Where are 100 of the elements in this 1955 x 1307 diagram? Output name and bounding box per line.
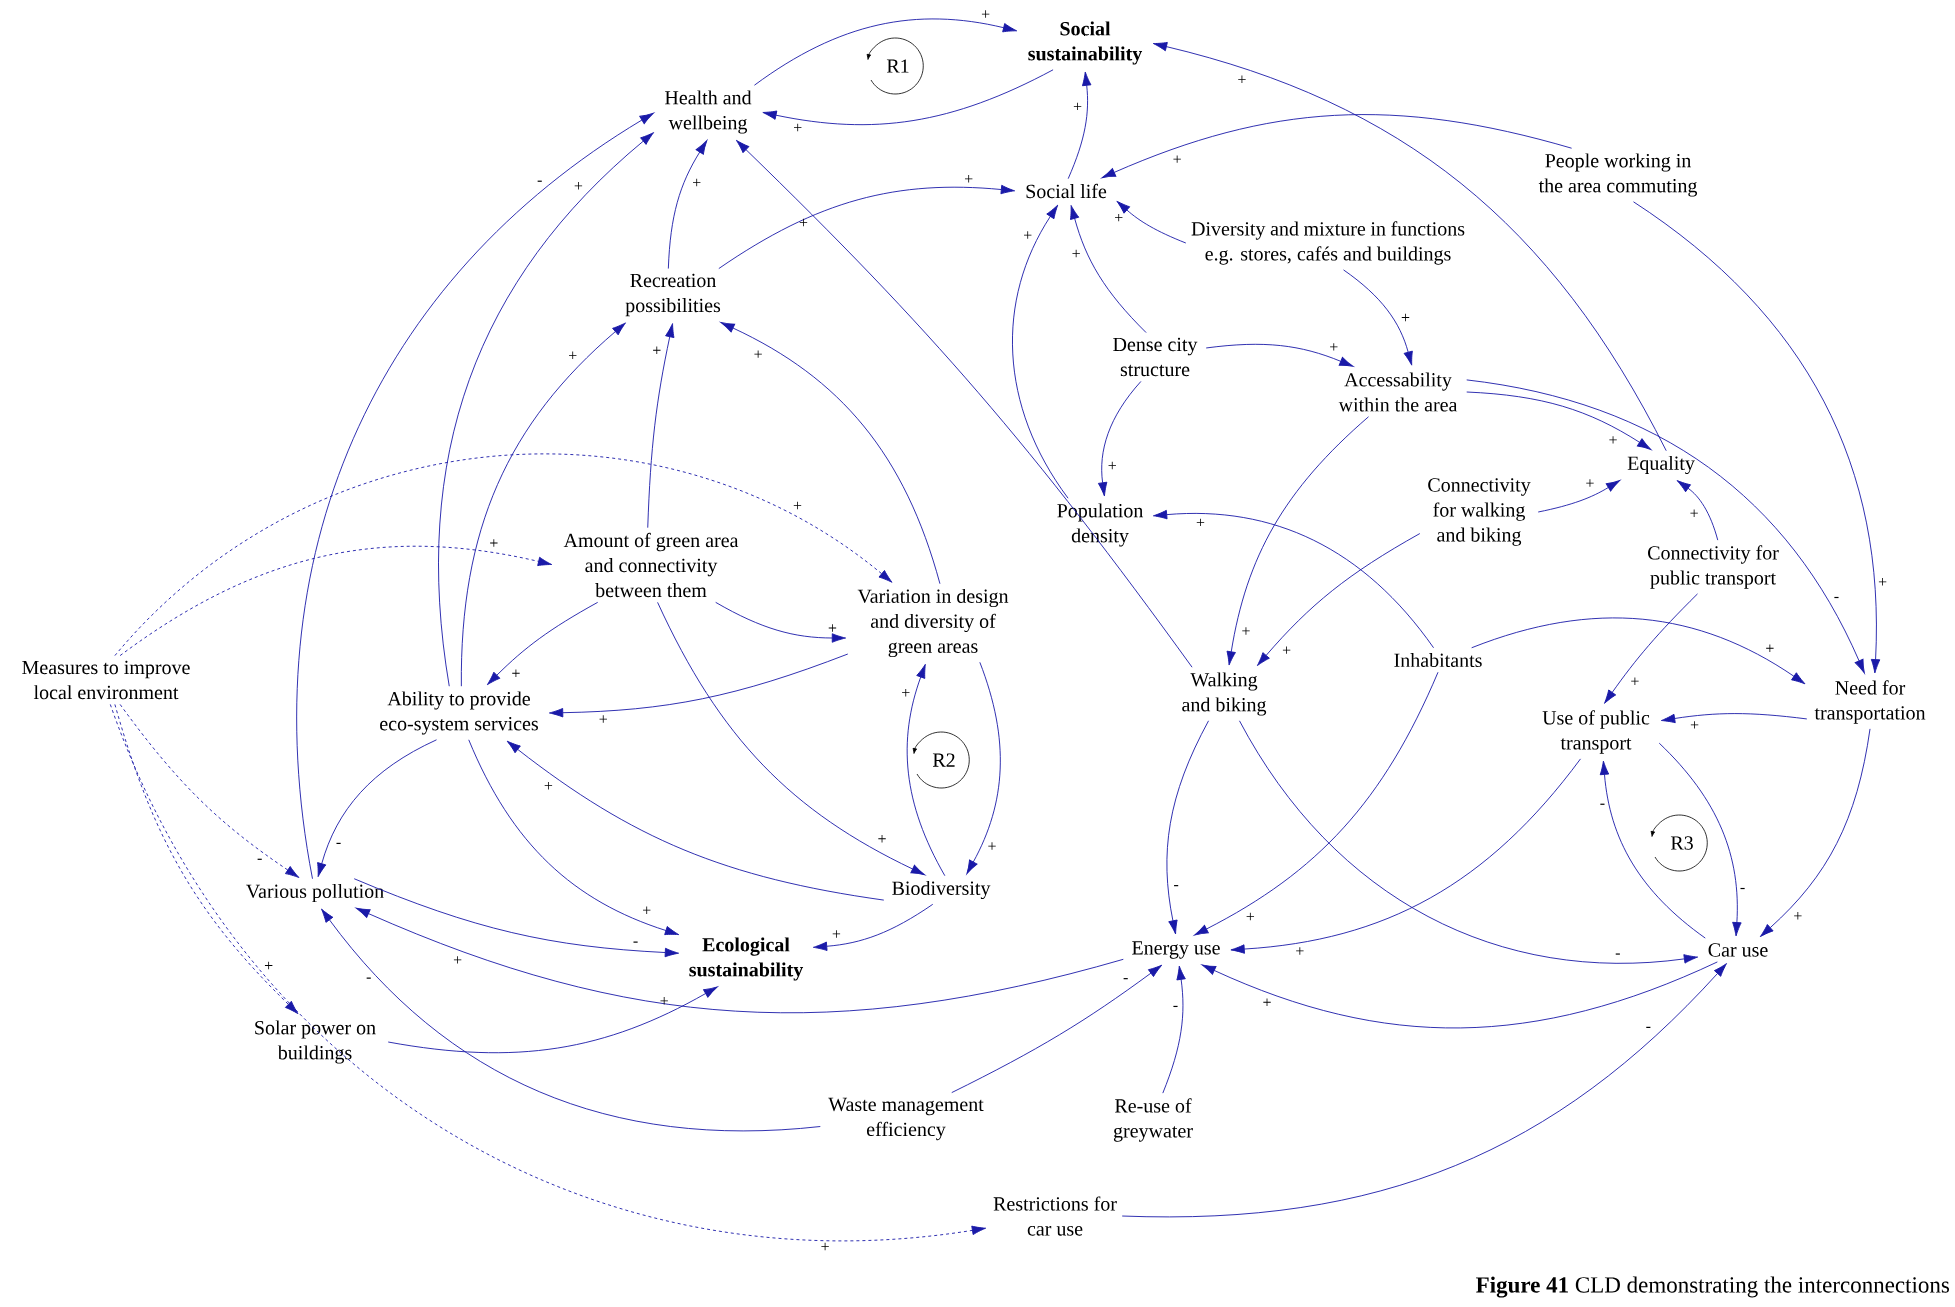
polarity-sign: +: [1296, 947, 1304, 955]
polarity-sign: -: [1834, 596, 1839, 599]
arrow: [1194, 671, 1439, 936]
polarity-sign: +: [1401, 313, 1410, 322]
variable-label: Energy use: [1132, 941, 1220, 959]
arrow: [1101, 114, 1573, 179]
variable-label: Waste management efficiency: [828, 1097, 984, 1141]
arrow: [438, 132, 655, 687]
arrow: [1166, 720, 1209, 935]
arrow: [715, 601, 847, 643]
arrow: [657, 601, 926, 876]
arrow: [353, 878, 680, 958]
variable-label: Dense city structure: [1113, 337, 1198, 377]
polarity-sign: +: [794, 123, 802, 132]
polarity-sign: -: [633, 941, 638, 943]
arrow: [1070, 205, 1147, 334]
polarity-sign: +: [1115, 213, 1123, 222]
arrow: [1205, 343, 1354, 367]
arrow: [1226, 416, 1369, 666]
polarity-sign: +: [544, 781, 553, 790]
polarity-sign: +: [574, 182, 583, 190]
variable-label: Recreation possibilities: [625, 273, 721, 317]
polarity-sign: +: [1282, 646, 1291, 654]
arrow: [296, 112, 654, 880]
arrow: [355, 907, 1124, 1014]
polarity-sign: -: [257, 858, 262, 860]
polarity-sign: +: [1173, 155, 1181, 163]
arrow: [1121, 963, 1727, 1218]
polarity-sign: +: [1586, 479, 1594, 487]
arrow: [1633, 201, 1881, 674]
polarity-sign: +: [878, 835, 886, 843]
variable-label: Diversity and mixture in functions e.g. stores, cafés and buildings: [1191, 221, 1465, 265]
variable-label: Social sustainability: [1028, 21, 1143, 65]
variable-label: Equality: [1627, 455, 1695, 475]
polarity-sign: +: [1794, 912, 1802, 920]
polarity-sign: +: [1690, 721, 1699, 729]
arrow: [753, 18, 1018, 86]
arrow: [1676, 480, 1719, 541]
arrow: [951, 964, 1163, 1094]
variable-label: Population density: [1057, 503, 1144, 547]
arrow: [1604, 593, 1698, 704]
arrow: [109, 703, 987, 1241]
variable-label: Car use: [1708, 943, 1768, 957]
polarity-sign: +: [1242, 627, 1250, 635]
polarity-sign: +: [1330, 343, 1338, 351]
polarity-sign: +: [1024, 231, 1032, 239]
polarity-sign: +: [799, 218, 808, 227]
polarity-sign: +: [453, 956, 462, 964]
variable-label: Solar power on buildings: [255, 1020, 376, 1064]
variable-label: Use of public transport: [1542, 710, 1650, 754]
polarity-sign: -: [366, 977, 371, 979]
polarity-sign: -: [336, 842, 341, 844]
arrow: [1162, 965, 1186, 1094]
arrow: [1466, 379, 1865, 674]
variable-label: Ecological sustainability: [689, 937, 804, 981]
polarity-sign: -: [1740, 887, 1745, 890]
variable-label: Inhabitants: [1394, 652, 1482, 668]
arrow: [1230, 758, 1581, 954]
arrow: [321, 908, 821, 1131]
arrow: [1152, 509, 1434, 649]
variable-label: Restrictions for car use: [993, 1196, 1117, 1236]
arrow: [762, 69, 1054, 126]
polarity-sign: +: [1073, 102, 1082, 111]
polarity-sign: +: [754, 350, 762, 358]
arrow: [812, 903, 934, 951]
polarity-sign: -: [537, 180, 542, 182]
arrow: [718, 184, 1016, 269]
polarity-sign: +: [653, 346, 661, 354]
polarity-sign: +: [1238, 75, 1246, 84]
polarity-sign: +: [1108, 461, 1116, 470]
variable-label: Various pollution: [246, 883, 384, 903]
variable-label: Measures to improve local environment: [22, 660, 190, 700]
arrow: [119, 703, 300, 878]
variable-label: Walking and biking: [1182, 672, 1267, 716]
arrow: [966, 661, 1001, 875]
polarity-sign: +: [1072, 249, 1080, 258]
arrow: [1152, 42, 1667, 452]
arrow: [1116, 200, 1187, 244]
polarity-sign: -: [1174, 885, 1179, 887]
polarity-sign: +: [643, 906, 651, 914]
polarity-sign: +: [1609, 436, 1617, 444]
arrow: [387, 986, 718, 1054]
polarity-sign: -: [1615, 953, 1620, 955]
polarity-sign: +: [569, 351, 577, 360]
polarity-sign: +: [1263, 998, 1271, 1006]
arrow: [1471, 617, 1806, 685]
arrow: [1466, 391, 1652, 450]
polarity-sign: +: [490, 539, 498, 547]
variable-label: Ability to provide eco-system services: [380, 691, 538, 735]
arrow: [1012, 204, 1069, 499]
variable-label: Social life: [1026, 183, 1107, 199]
variable-label: Biodiversity: [892, 880, 991, 900]
arrow: [317, 739, 437, 878]
arrow: [548, 653, 849, 718]
polarity-sign: +: [1246, 912, 1255, 921]
arrow: [735, 139, 1193, 668]
arrow: [460, 322, 626, 687]
polarity-sign: +: [981, 10, 990, 18]
polarity-sign: +: [512, 669, 520, 677]
arrow: [486, 601, 599, 686]
